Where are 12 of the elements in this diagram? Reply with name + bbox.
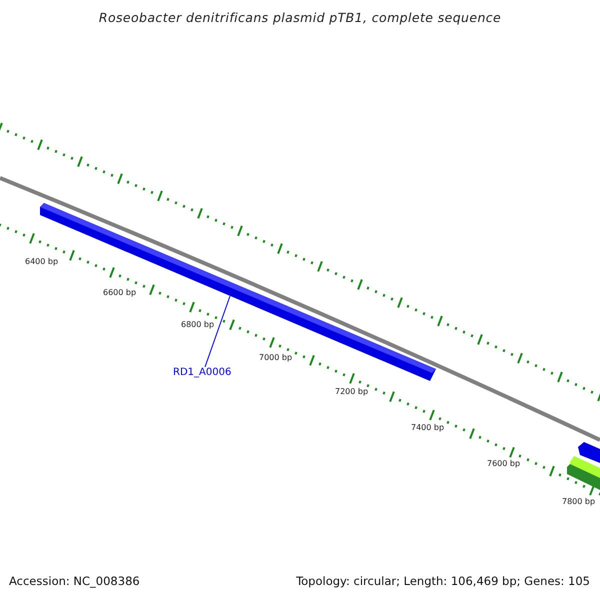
title: Roseobacter denitrificans plasmid pTB1, complete sequence	[98, 12, 502, 24]
summary-text: Topology: circular; Length: 106,469 bp; Genes: 105	[296, 576, 590, 588]
scale-label: 7600 bp	[487, 460, 520, 468]
gene-label: RD1_A0006	[173, 368, 232, 378]
leader-line	[204, 296, 230, 368]
scale-label: 6600 bp	[103, 289, 136, 297]
scale-label: 6800 bp	[181, 321, 214, 329]
accession-text: Accession: NC_008386	[9, 576, 140, 588]
scale-label: 7400 bp	[411, 424, 444, 432]
scale-label: 7800 bp	[562, 498, 596, 506]
scale-label: 6400 bp	[25, 258, 58, 266]
scale-label: 7000 bp	[259, 354, 292, 362]
